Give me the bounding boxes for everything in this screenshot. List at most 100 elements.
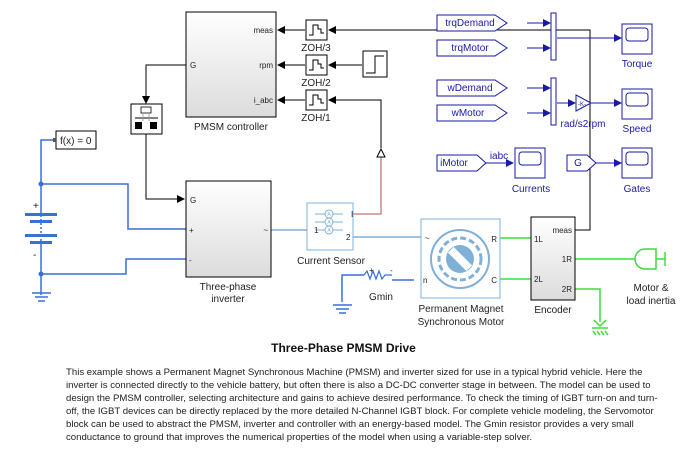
zoh2-block[interactable]: ZOH/2 — [301, 54, 331, 89]
port-plus: + — [189, 226, 194, 235]
solver-config-block[interactable]: f(x) = 0 — [53, 130, 97, 150]
from-tag-trqdemand[interactable]: trqDemand — [436, 14, 508, 32]
inertia-icon — [634, 248, 657, 270]
wire-gmin-ground[interactable] — [341, 274, 364, 302]
port-meas: meas — [552, 226, 572, 235]
gain-block[interactable]: -K- rad/s2rpm — [560, 94, 606, 130]
scope-icon — [625, 92, 649, 107]
step-icon — [366, 55, 384, 74]
encoder-label: Encoder — [534, 305, 572, 316]
junction-dots — [38, 181, 44, 277]
wire-controller-g-to-demux[interactable] — [142, 64, 186, 104]
ammeter-icon — [315, 209, 343, 235]
svg-text:A: A — [327, 228, 331, 234]
battery-plus-label: + — [33, 201, 39, 212]
pmsm-controller-block[interactable]: G meas rpm i_abc PMSM controller — [185, 11, 277, 133]
port-1: 1 — [314, 226, 319, 235]
signal-label-iabc: iabc — [490, 151, 508, 162]
scope-currents[interactable]: Currents — [512, 147, 550, 195]
scope-signal-lines — [486, 19, 622, 167]
scope-icon — [625, 151, 649, 166]
mux-torque[interactable] — [550, 12, 557, 61]
tag-label: trqMotor — [451, 43, 489, 54]
wire-battery-plus[interactable] — [41, 183, 186, 230]
port-g: G — [190, 196, 196, 205]
from-tag-wdemand[interactable]: wDemand — [436, 79, 508, 97]
port-2r: 2R — [562, 285, 572, 294]
zoh3-label: ZOH/3 — [301, 43, 331, 54]
wire-sensor-ps[interactable] — [353, 157, 382, 215]
from-tag-wmotor[interactable]: wMotor — [436, 104, 508, 122]
current-sensor-block[interactable]: A A A 1 2 I Current Sensor — [297, 202, 366, 267]
gain-label: rad/s2rpm — [560, 119, 605, 130]
scope-label: Gates — [624, 184, 651, 195]
scope-speed[interactable]: Speed — [621, 88, 653, 135]
gmin-plus: + — [369, 266, 374, 275]
gmin-minus: - — [390, 266, 393, 275]
from-tag-g[interactable]: G — [566, 154, 597, 172]
gmin-label: Gmin — [369, 292, 393, 303]
pmsm-controller-label: PMSM controller — [194, 122, 269, 133]
scope-gates[interactable]: Gates — [621, 147, 653, 195]
inverter-label-2: inverter — [211, 294, 245, 305]
three-phase-lines — [271, 229, 421, 238]
diagram-title: Three-Phase PMSM Drive — [271, 341, 416, 355]
port-rpm: rpm — [259, 61, 273, 70]
three-phase-inverter-block[interactable]: G + - ~ Three-phase inverter — [185, 180, 272, 305]
port-c: C — [491, 276, 497, 285]
mechanical-reference-icon — [592, 319, 609, 336]
wire-demux-to-inverter-g[interactable] — [145, 134, 185, 203]
port-1r: 1R — [562, 255, 572, 264]
gmin-resistor-block[interactable]: + - Gmin — [363, 266, 393, 303]
wire-solver[interactable] — [40, 139, 55, 215]
zoh3-block[interactable]: ZOH/3 — [301, 19, 331, 54]
wire-encoder-to-ref[interactable] — [575, 288, 601, 322]
port-ac: ~ — [425, 234, 430, 243]
zoh-icon — [309, 24, 324, 36]
zoh-icon — [309, 94, 324, 106]
tag-label: wDemand — [446, 83, 492, 94]
inverter-label-1: Three-phase — [200, 282, 257, 293]
zoh2-label: ZOH/2 — [301, 78, 331, 89]
wire-sensor-i-to-zoh1[interactable] — [328, 96, 382, 148]
battery-minus-label: - — [33, 250, 36, 261]
ground-icon — [32, 292, 51, 302]
mechanical-lines — [500, 237, 635, 322]
gate-demux-block[interactable] — [130, 103, 163, 135]
port-i: I — [351, 210, 353, 219]
zoh1-block[interactable]: ZOH/1 — [301, 89, 331, 124]
encoder-block[interactable]: 1L 2L meas 1R 2R Encoder — [530, 216, 576, 316]
resistor-icon — [363, 269, 392, 281]
inertia-label-1: Motor & — [633, 283, 668, 294]
zoh-icon — [309, 59, 324, 71]
port-r: R — [491, 235, 497, 244]
from-tag-imotor[interactable]: iMotor — [436, 154, 487, 172]
wire-battery-minus[interactable] — [41, 258, 186, 275]
from-tag-trqmotor[interactable]: trqMotor — [436, 39, 508, 57]
scope-label: Speed — [623, 124, 652, 135]
scope-icon — [518, 151, 542, 166]
scope-label: Torque — [622, 59, 653, 70]
port-i-abc: i_abc — [254, 96, 273, 105]
step-block[interactable] — [362, 50, 388, 78]
scope-torque[interactable]: Torque — [621, 23, 653, 70]
pmsm-motor-block[interactable]: ~ n R C Permanent Magnet Synchronous Mot… — [418, 218, 505, 328]
ps-converter-icon — [376, 147, 386, 158]
ground-icon — [333, 304, 352, 314]
inertia-label-2: load inertia — [627, 296, 676, 307]
scope-label: Currents — [512, 184, 550, 195]
current-sensor-label: Current Sensor — [297, 256, 365, 267]
svg-text:A: A — [327, 212, 331, 218]
tag-label: trqDemand — [445, 18, 494, 29]
mux-speed[interactable] — [550, 77, 557, 126]
diagram-description: This example shows a Permanent Magnet Sy… — [66, 367, 658, 443]
motor-label-1: Permanent Magnet — [418, 304, 503, 315]
inertia-block[interactable]: Motor & load inertia — [627, 248, 676, 307]
port-n: n — [423, 276, 427, 285]
solver-label: f(x) = 0 — [60, 136, 92, 147]
port-g: G — [190, 61, 196, 70]
tag-label: iMotor — [440, 158, 468, 169]
electrical-lines — [40, 139, 414, 302]
battery-block[interactable]: + - — [25, 201, 57, 261]
